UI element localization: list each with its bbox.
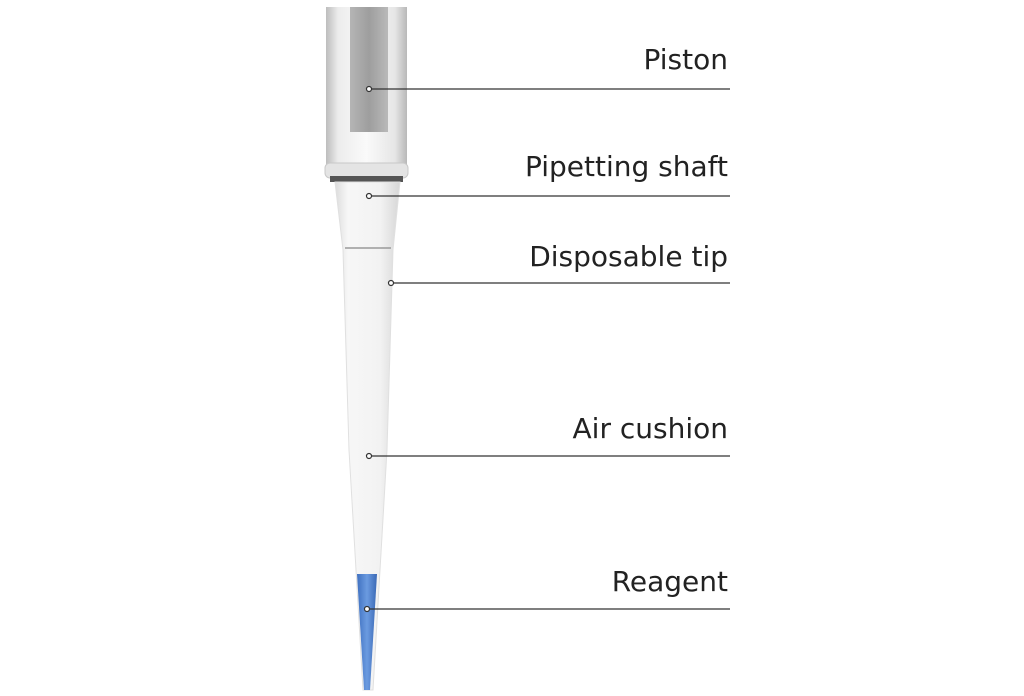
label-disposable-tip: Disposable tip [529, 240, 728, 273]
leader-lines [367, 88, 730, 610]
label-air-cushion: Air cushion [572, 412, 728, 445]
leader-dots [363, 85, 395, 613]
label-piston: Piston [643, 43, 729, 76]
reagent-liquid [357, 574, 377, 690]
disposable-tip [334, 181, 401, 691]
piston [350, 7, 388, 132]
pipette-body [324, 7, 409, 182]
collar [324, 162, 409, 179]
label-pipetting-shaft: Pipetting shaft [524, 150, 728, 183]
label-reagent: Reagent [611, 565, 728, 598]
